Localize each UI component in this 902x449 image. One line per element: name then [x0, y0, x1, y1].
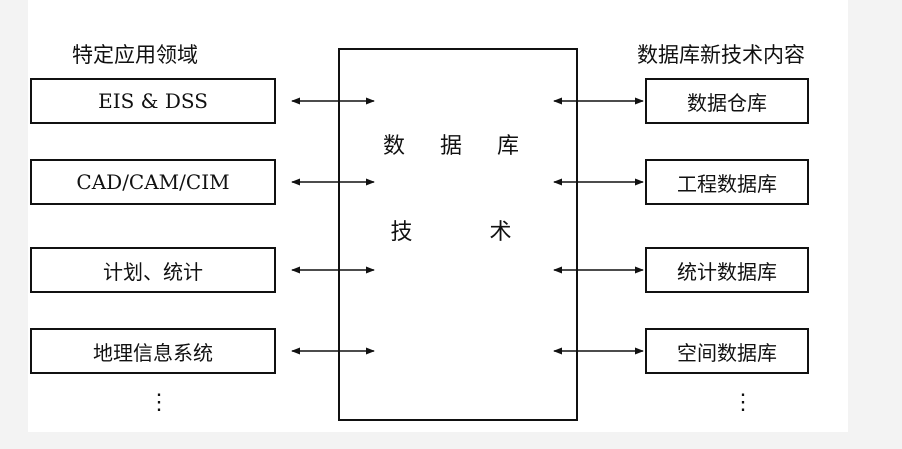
center-label-line1: 数 据 库: [383, 134, 533, 159]
right-continuation-dots: ⋮: [732, 390, 754, 415]
right-box-spatial-db: 空间数据库: [645, 328, 809, 374]
left-column-heading: 特定应用领域: [72, 43, 198, 67]
left-box-gis: 地理信息系统: [30, 328, 276, 374]
left-continuation-dots: ⋮: [148, 390, 170, 415]
left-box-cad-cam-cim: CAD/CAM/CIM: [30, 159, 276, 205]
right-box-statistical-db: 统计数据库: [645, 247, 809, 293]
left-box-eis-dss: EIS & DSS: [30, 78, 276, 124]
left-box-planning-statistics: 计划、统计: [30, 247, 276, 293]
right-box-engineering-db: 工程数据库: [645, 159, 809, 205]
right-column-heading: 数据库新技术内容: [637, 43, 805, 67]
center-label-line2: 技 术: [390, 220, 526, 245]
center-box-database-technology: 数 据 库 技 术: [338, 48, 578, 421]
right-box-data-warehouse: 数据仓库: [645, 78, 809, 124]
